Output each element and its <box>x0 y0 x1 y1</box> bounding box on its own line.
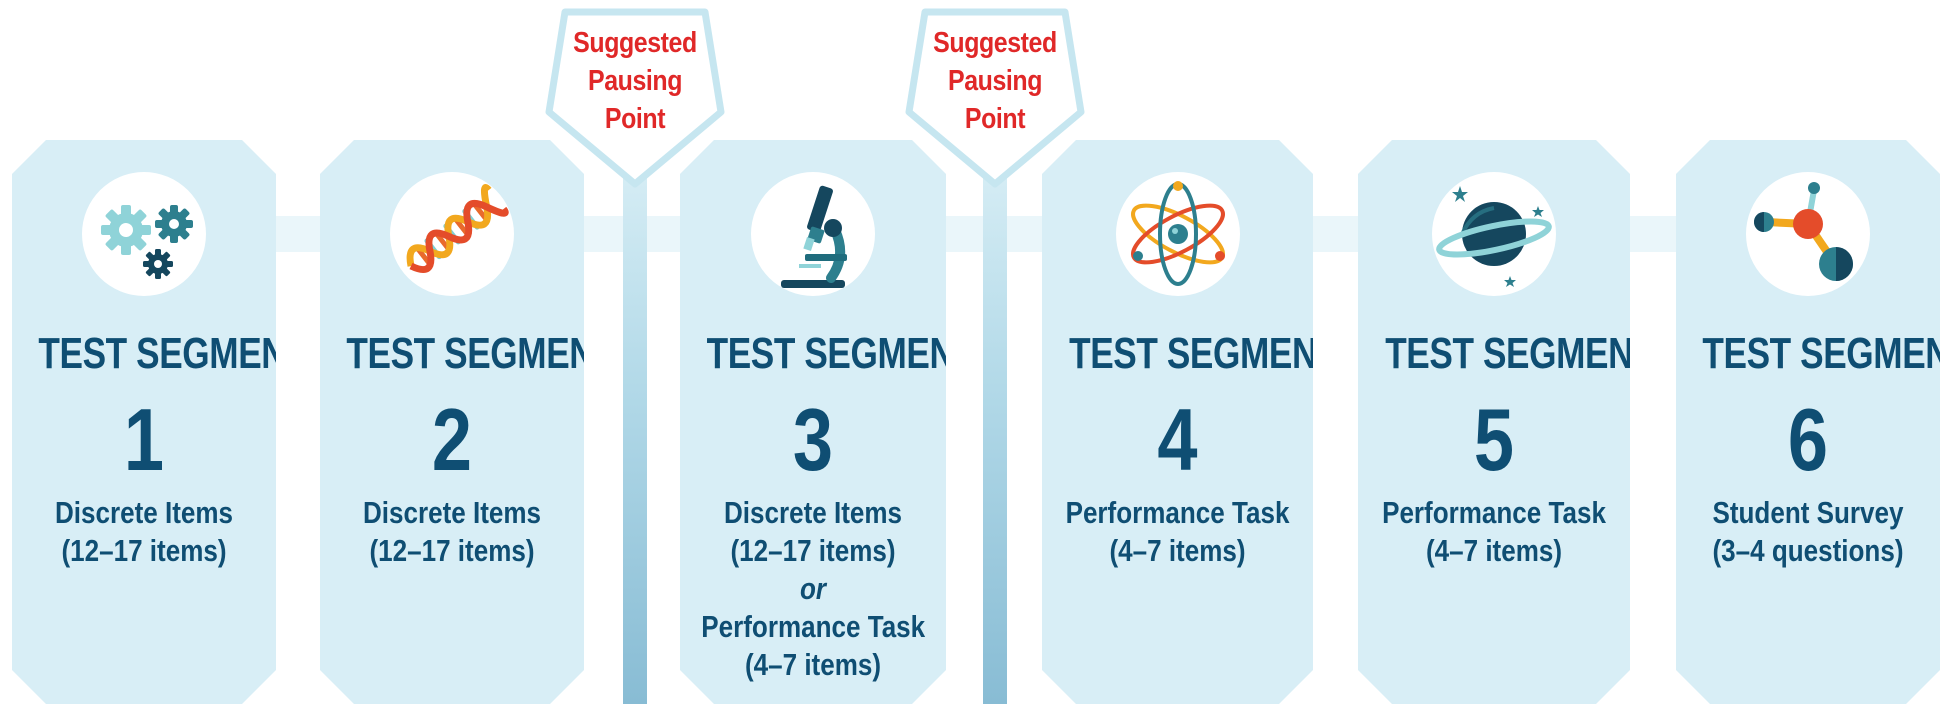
segment-description-line: Discrete Items <box>723 495 903 530</box>
molecule-icon <box>1746 172 1870 296</box>
segment-description-line: (3–4 questions) <box>1712 533 1904 568</box>
pausing-point-label: Suggested Pausing Point <box>918 24 1073 138</box>
dna-icon <box>390 172 514 296</box>
segment-description-line: Discrete Items <box>362 495 542 530</box>
pausing-point-pole <box>983 178 1007 704</box>
pausing-point-line: Point <box>604 103 666 135</box>
segment-description: Student Survey (3–4 questions) <box>1676 494 1940 570</box>
segment-description-line: (4–7 items) <box>1425 533 1563 568</box>
segment-number: 1 <box>123 390 165 489</box>
segment-description-line: Discrete Items <box>54 495 234 530</box>
segment-title: TEST SEGMENT <box>1385 329 1655 378</box>
segment-number: 3 <box>792 390 834 489</box>
gears-icon <box>82 172 206 296</box>
segment-panel-1: TEST SEGMENT 1 Discrete Items (12–17 ite… <box>12 140 276 704</box>
pausing-point-banner: Suggested Pausing Point <box>545 8 725 188</box>
segment-description: Performance Task (4–7 items) <box>1358 494 1630 570</box>
atom-icon <box>1116 172 1240 296</box>
segment-title: TEST SEGMENT <box>706 329 976 378</box>
segment-title: TEST SEGMENT <box>38 329 308 378</box>
segment-description: Discrete Items (12–17 items) <box>320 494 584 570</box>
microscope-icon <box>751 172 875 296</box>
segment-description-line: Student Survey <box>1712 495 1904 530</box>
segment-panel-4: TEST SEGMENT 4 Performance Task (4–7 ite… <box>1042 140 1313 704</box>
segment-description-line: (4–7 items) <box>744 647 882 682</box>
segment-number: 4 <box>1157 390 1198 489</box>
segment-number: 5 <box>1473 390 1515 489</box>
pausing-point-line: Suggested <box>933 27 1057 59</box>
pausing-point-line: Pausing <box>947 65 1043 97</box>
segment-description: Performance Task (4–7 items) <box>1042 494 1313 570</box>
segment-panel-2: TEST SEGMENT 2 Discrete Items (12–17 ite… <box>320 140 584 704</box>
pausing-point-line: Suggested <box>573 27 697 59</box>
segment-description-line: Performance Task <box>701 609 926 644</box>
segment-number: 2 <box>431 390 473 489</box>
planet-icon <box>1432 172 1556 296</box>
segment-title: TEST SEGMENT <box>1702 329 1951 378</box>
segment-title: TEST SEGMENT <box>1069 329 1339 378</box>
pausing-point-sign-icon <box>905 8 1085 188</box>
segment-number: 6 <box>1787 390 1829 489</box>
segment-description-or: or <box>799 571 827 606</box>
pausing-point-line: Pausing <box>587 65 683 97</box>
connector <box>1313 216 1358 252</box>
pausing-point-label: Suggested Pausing Point <box>558 24 713 138</box>
connector <box>1630 216 1676 252</box>
segment-panel-6: TEST SEGMENT 6 Student Survey (3–4 quest… <box>1676 140 1940 704</box>
pausing-point-sign-icon <box>545 8 725 188</box>
pausing-point-pole <box>623 178 647 704</box>
segment-description-line: Performance Task <box>1065 495 1290 530</box>
connector <box>276 216 320 252</box>
segment-description-line: (12–17 items) <box>61 533 227 568</box>
segment-title: TEST SEGMENT <box>346 329 616 378</box>
pausing-point-banner: Suggested Pausing Point <box>905 8 1085 188</box>
segment-panel-5: TEST SEGMENT 5 Performance Task (4–7 ite… <box>1358 140 1630 704</box>
segment-description-line: (12–17 items) <box>730 533 896 568</box>
segment-description-line: (12–17 items) <box>369 533 535 568</box>
segment-description-line: Performance Task <box>1382 495 1606 530</box>
segment-panel-3: TEST SEGMENT 3 Discrete Items (12–17 ite… <box>680 140 946 704</box>
segment-description: Discrete Items (12–17 items) <box>12 494 276 570</box>
pausing-point-line: Point <box>964 103 1026 135</box>
segment-description: Discrete Items (12–17 items) or Performa… <box>680 494 946 684</box>
segment-description-line: (4–7 items) <box>1109 533 1246 568</box>
